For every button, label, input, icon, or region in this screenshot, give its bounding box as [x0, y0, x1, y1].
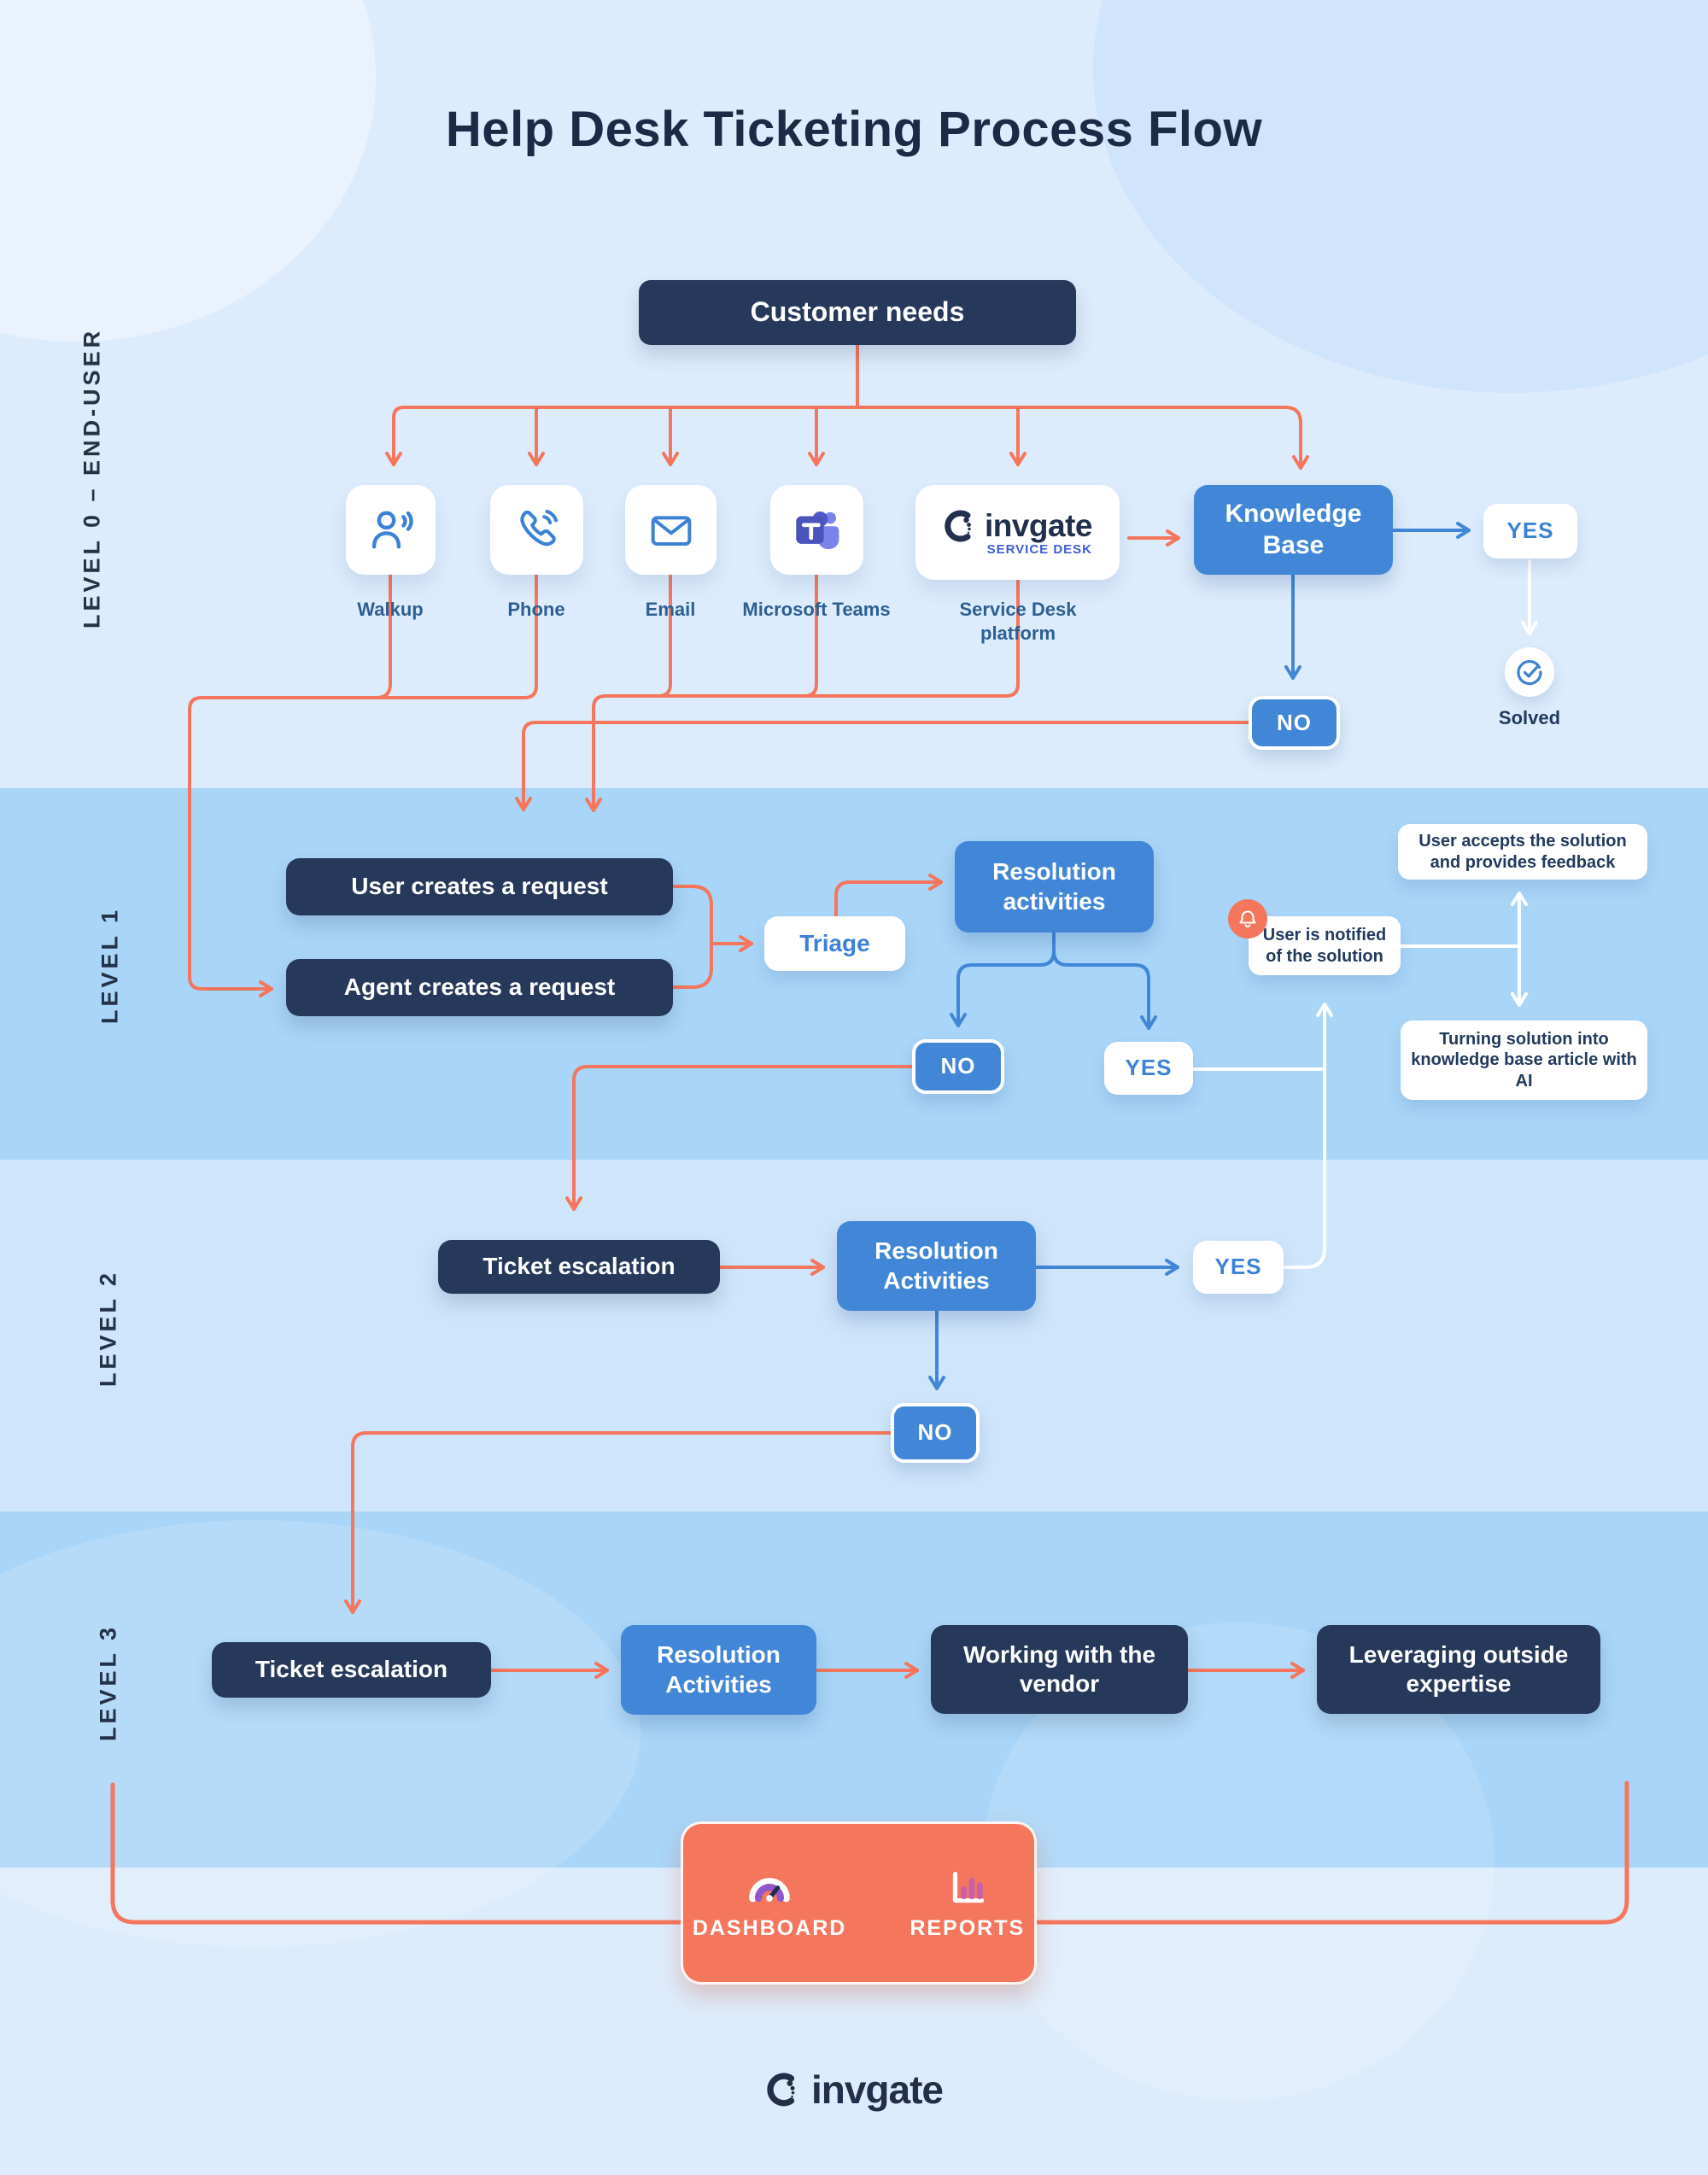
channel-card-email [625, 485, 717, 575]
solved-label: Solved [1498, 707, 1561, 728]
wire-drop-walkup [385, 406, 406, 466]
wire-yes2-to-notified [1282, 1003, 1333, 1269]
user-creates-request-node: User creates a request [286, 858, 673, 915]
yes-node-level2: YES [1193, 1241, 1284, 1294]
user-accepts-node: User accepts the solution and provides f… [1398, 824, 1647, 880]
working-with-vendor-node: Working with the vendor [931, 1625, 1188, 1714]
wire-resolution1-to-yes1 [1052, 950, 1157, 1030]
channel-card-phone [490, 485, 583, 575]
walkup-person-icon [371, 510, 413, 548]
leveraging-expertise-node: Leveraging outside expertise [1317, 1625, 1600, 1714]
reports-item: REPORTS [910, 1865, 1025, 1941]
reports-bars-icon [952, 1871, 984, 1903]
wire-no1-to-escalation2 [565, 1065, 914, 1211]
invgate-wordmark: invgate [810, 2067, 944, 2112]
resolution-activities-node-level1: Resolution activities [955, 841, 1154, 933]
solved-check-icon [1505, 647, 1554, 697]
resolution-activities-node-level2: Resolution Activities [837, 1221, 1036, 1311]
channel-card-service-desk: invgate SERVICE DESK [915, 485, 1120, 580]
channel-label-teams: Microsoft Teams [742, 599, 891, 620]
ticket-escalation-node-level3: Ticket escalation [212, 1642, 491, 1698]
channel-label-phone: Phone [507, 599, 565, 620]
yes-node-level1: YES [1104, 1042, 1193, 1095]
invgate-service-desk-logo: invgate SERVICE DESK [943, 508, 1093, 557]
microsoft-teams-icon [795, 511, 839, 549]
dashboard-label: DASHBOARD [692, 1916, 847, 1940]
wire-teams-join [790, 573, 818, 698]
no-node-level2: NO [891, 1403, 980, 1463]
dashboard-gauge-icon [749, 1878, 790, 1903]
wire-email-join [644, 573, 672, 698]
email-icon [651, 515, 691, 546]
wire-resolution1-to-no1 [950, 931, 1056, 1027]
wire-user-bracket [671, 885, 713, 945]
invgate-icon [767, 2073, 795, 2107]
invgate-icon [945, 510, 971, 542]
bell-icon [1228, 899, 1267, 938]
wire-no2-to-escalation3 [344, 1431, 892, 1614]
customer-needs-node: Customer needs [639, 280, 1076, 345]
phone-icon [519, 509, 558, 546]
resolution-activities-node-level3: Resolution Activities [621, 1625, 816, 1715]
wire-triage-to-resolution1 [834, 874, 943, 918]
channel-label-service-desk: Service Desk platform [959, 599, 1077, 644]
yes-node-level0: YES [1483, 504, 1577, 558]
wire-kbno-to-user [515, 721, 1250, 811]
wire-phone-to-agent [188, 573, 538, 997]
wire-walkup-join [364, 573, 392, 699]
wire-agent-bracket [671, 942, 713, 989]
dashboard-item: DASHBOARD [693, 1865, 847, 1941]
channel-label-walkup: Walkup [357, 599, 424, 620]
ticket-escalation-node-level2: Ticket escalation [438, 1240, 720, 1294]
channel-card-teams [770, 485, 863, 575]
invgate-footer-logo: invgate [0, 2067, 1708, 2113]
user-notified-label: User is notified of the solution [1262, 926, 1387, 966]
triage-node: Triage [764, 916, 905, 971]
dashboard-reports-card: DASHBOARD REPORTS [681, 1821, 1037, 1985]
agent-creates-request-node: Agent creates a request [286, 959, 673, 1016]
invgate-wordmark: invgate [984, 508, 1093, 543]
channel-label-email: Email [645, 599, 696, 620]
reports-label: REPORTS [910, 1916, 1026, 1940]
wire-distribution [402, 406, 1309, 470]
no-node-level1: NO [912, 1039, 1004, 1094]
band-level2 [0, 1160, 1708, 1511]
turning-solution-node: Turning solution into knowledge base art… [1401, 1020, 1647, 1100]
service-desk-wordmark: SERVICE DESK [986, 542, 1093, 557]
no-node-level0: NO [1249, 696, 1340, 750]
knowledge-base-node: Knowledge Base [1194, 485, 1393, 575]
channel-card-walkup [346, 485, 436, 575]
page-title: Help Desk Ticketing Process Flow [445, 102, 1263, 157]
solved-group: Solved [1465, 647, 1594, 729]
user-notified-node: User is notified of the solution [1228, 899, 1401, 975]
